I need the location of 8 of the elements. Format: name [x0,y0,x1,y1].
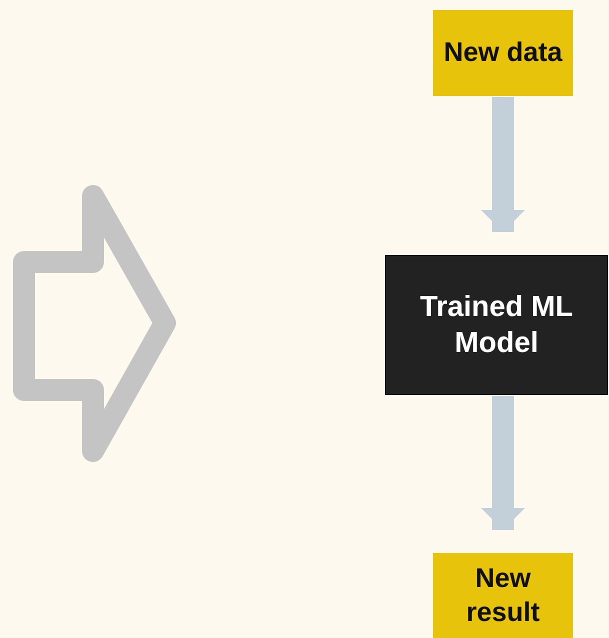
node-label: New result [465,562,541,628]
node-label: Trained ML Model [418,290,574,361]
arrow [481,97,525,232]
process-box [433,10,573,96]
process-box [385,255,608,395]
process-box [433,553,573,638]
arrow [481,396,525,530]
node-label: New data [444,36,562,70]
